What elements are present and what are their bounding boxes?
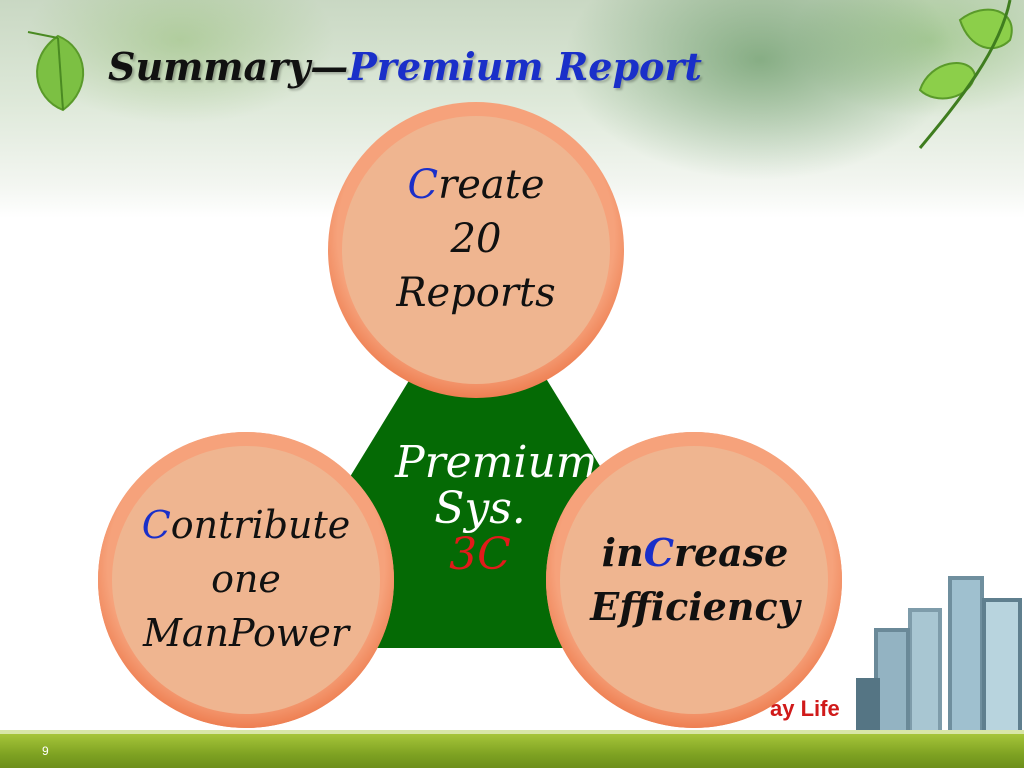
circle-left-text: Contribute one ManPower <box>96 498 396 660</box>
slide-title: Summary—Premium Report <box>108 44 702 89</box>
circle-right-text: inCrease Efficiency <box>560 526 830 634</box>
circle-top-line3: Reports <box>396 270 556 316</box>
circle-right-cap: C <box>643 530 674 575</box>
circle-top-text: Create 20 Reports <box>356 158 596 320</box>
circle-top-line1: reate <box>438 162 545 208</box>
circle-left-line1: ontribute <box>170 503 351 547</box>
title-part-summary: Summary— <box>108 44 349 89</box>
title-part-premium-report: Premium Report <box>348 44 702 89</box>
circle-right-line2: Efficiency <box>590 584 800 629</box>
circle-right-pre: in <box>601 530 644 575</box>
page-number: 9 <box>42 744 49 758</box>
circle-left-cap: C <box>141 503 171 547</box>
footer-bar <box>0 734 1024 768</box>
company-logo-text: ay Life <box>770 696 840 721</box>
circle-top-cap: C <box>407 162 439 208</box>
leaf-right-icon <box>918 0 1013 149</box>
circle-top <box>328 102 624 398</box>
center-line-sys: Sys. <box>434 483 526 534</box>
center-label: Premium Sys. 3C <box>395 437 598 580</box>
circle-top-line2: 20 <box>450 216 502 262</box>
center-line-3c: 3C <box>449 529 511 580</box>
circle-left-line2: one <box>211 557 281 601</box>
center-line-premium: Premium <box>395 437 598 488</box>
circle-right-line1: rease <box>673 530 789 575</box>
footer-divider <box>0 730 1024 734</box>
leaf-left-icon <box>27 31 85 112</box>
circle-left-line3: ManPower <box>142 611 350 655</box>
